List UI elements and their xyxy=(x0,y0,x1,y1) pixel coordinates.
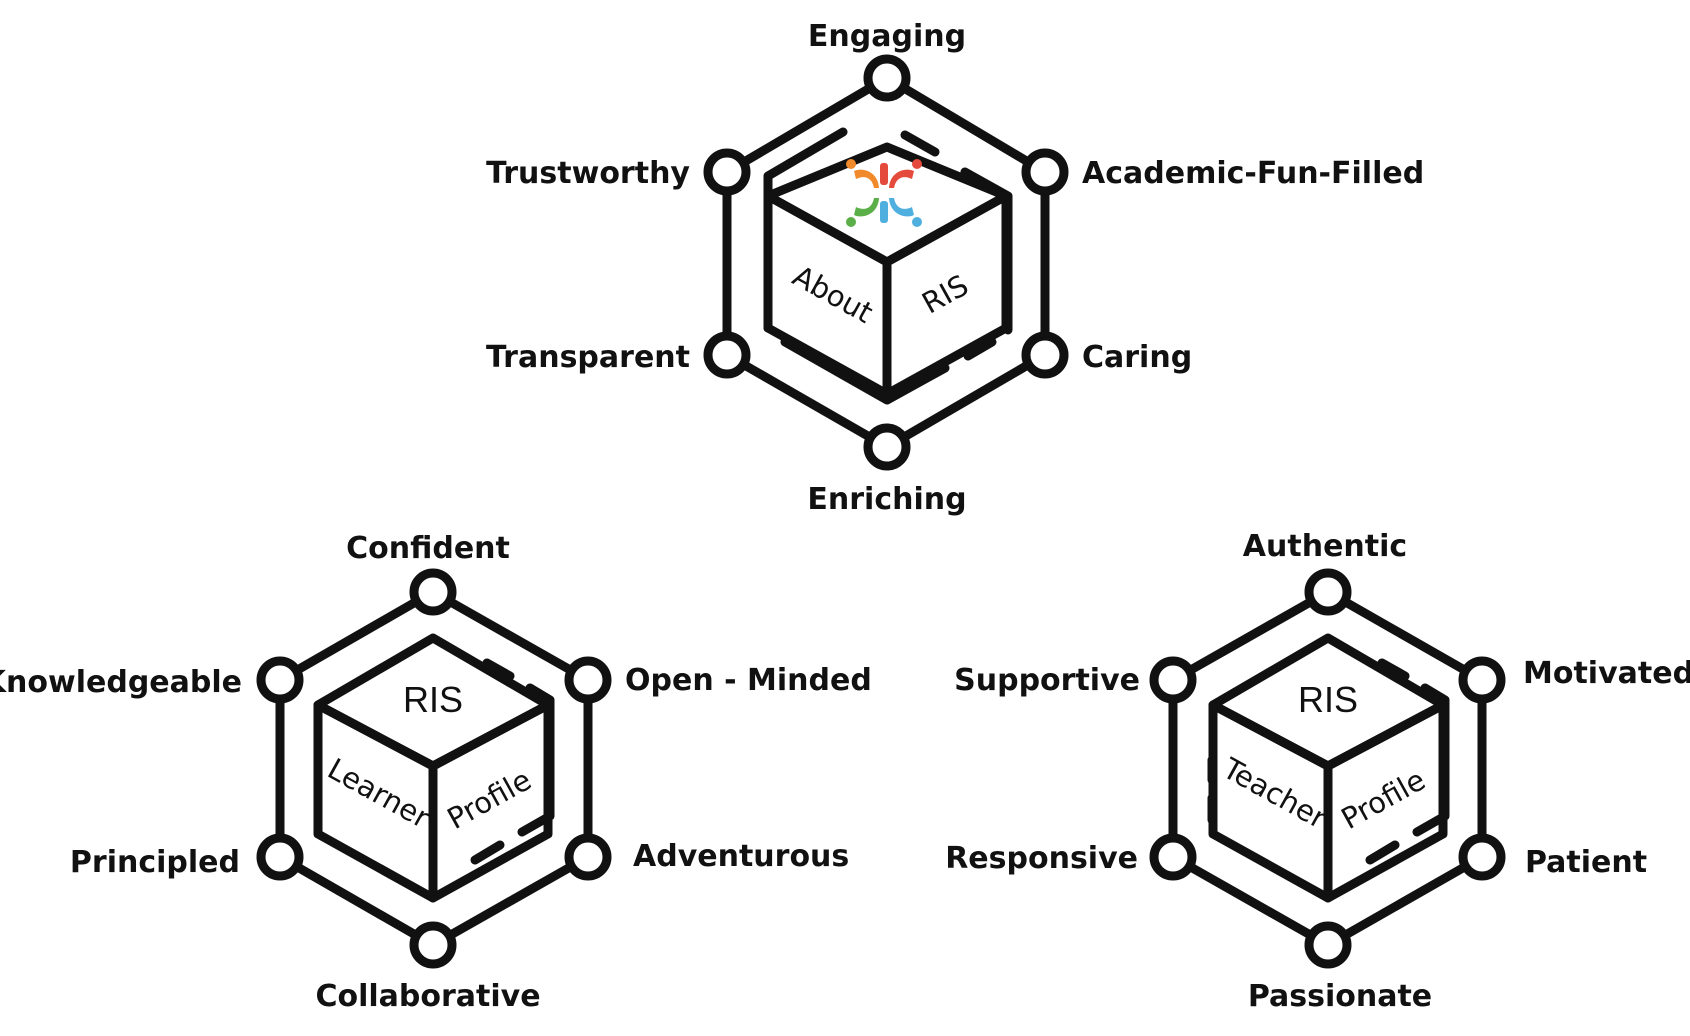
cube-top-label: RIS xyxy=(403,679,463,720)
attribute-label-top: Engaging xyxy=(808,19,966,54)
learner-profile-diagram: RIS Learner Profile Confident Open - Min… xyxy=(0,531,872,1014)
cube-right-label: RIS xyxy=(916,268,974,321)
inner-hexagon-segment xyxy=(900,130,940,157)
attribute-label-lower-right: Caring xyxy=(1082,340,1192,375)
node-lower-left xyxy=(703,331,751,379)
attribute-label-bottom: Passionate xyxy=(1248,979,1432,1014)
attribute-label-upper-right: Open - Minded xyxy=(625,663,872,698)
node-lower-left xyxy=(256,833,304,881)
inner-hexagon-segment xyxy=(963,337,997,361)
node-upper-left xyxy=(703,148,751,196)
cube-left-label: About xyxy=(787,259,878,330)
cube-left-label: Learner xyxy=(322,752,435,835)
attribute-label-upper-left: Knowledgeable xyxy=(0,665,242,700)
attribute-label-lower-left: Principled xyxy=(70,845,240,880)
attribute-label-lower-right: Patient xyxy=(1525,845,1647,880)
node-upper-left xyxy=(1149,656,1197,704)
node-top xyxy=(863,54,911,102)
node-bottom xyxy=(1304,921,1352,969)
attribute-label-bottom: Enriching xyxy=(807,482,966,517)
attribute-label-top: Confident xyxy=(346,531,510,566)
node-upper-right xyxy=(1458,656,1506,704)
attribute-label-lower-left: Transparent xyxy=(486,340,690,375)
cube-right-face xyxy=(882,191,1011,399)
attribute-label-top: Authentic xyxy=(1243,529,1407,564)
attribute-label-upper-right: Academic-Fun-Filled xyxy=(1082,156,1424,191)
node-top xyxy=(409,568,457,616)
attribute-label-lower-right: Adventurous xyxy=(633,839,849,874)
attribute-label-upper-right: Motivated xyxy=(1523,656,1690,691)
attribute-label-upper-left: Supportive xyxy=(954,663,1140,698)
node-lower-right xyxy=(564,833,612,881)
inner-hexagon-segment xyxy=(1365,840,1400,865)
cube-right-label: Profile xyxy=(1335,763,1430,836)
node-upper-left xyxy=(256,656,304,704)
inner-hexagon-segment xyxy=(482,658,515,681)
inner-hexagon-segment xyxy=(470,840,505,865)
node-lower-right xyxy=(1458,833,1506,881)
cube-right-face xyxy=(428,700,553,903)
attribute-label-bottom: Collaborative xyxy=(315,979,540,1014)
node-bottom xyxy=(409,921,457,969)
node-upper-right xyxy=(1021,148,1069,196)
inner-hexagon-segment xyxy=(1377,658,1410,681)
node-lower-right xyxy=(1021,331,1069,379)
cube-right-label: Profile xyxy=(441,763,536,836)
cube-top-label: RIS xyxy=(1298,679,1358,720)
attribute-label-lower-left: Responsive xyxy=(945,841,1138,876)
node-bottom xyxy=(863,423,911,471)
attribute-label-upper-left: Trustworthy xyxy=(486,156,690,191)
ris-logo-icon xyxy=(846,159,922,227)
node-lower-left xyxy=(1149,833,1197,881)
node-upper-right xyxy=(564,656,612,704)
about-ris-diagram: About RIS Engaging Academic-Fun-Filled C… xyxy=(486,19,1424,517)
cube-right-face xyxy=(1323,700,1448,903)
node-top xyxy=(1304,568,1352,616)
teacher-profile-diagram: RIS Teacher Profile Authentic Motivated … xyxy=(945,529,1690,1014)
